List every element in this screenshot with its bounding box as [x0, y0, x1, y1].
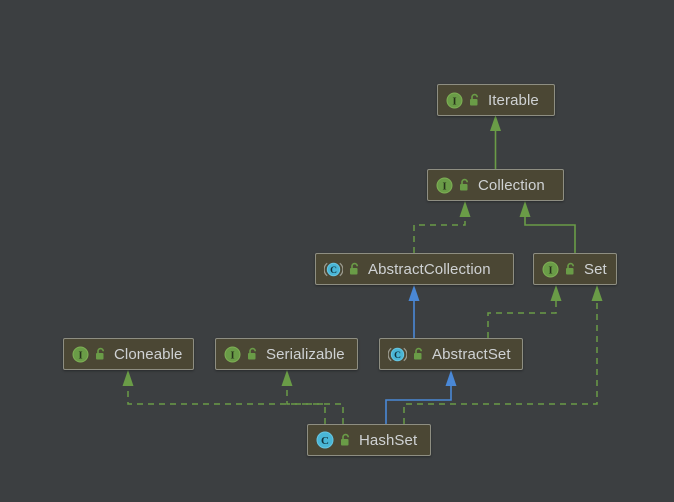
class-icon: C	[316, 431, 334, 449]
abstract-class-icon: C	[388, 347, 407, 361]
node-collection[interactable]: I Collection	[427, 169, 564, 201]
edge-collection-to-iterable	[490, 115, 501, 169]
node-iterable[interactable]: I Iterable	[437, 84, 555, 116]
node-set[interactable]: I Set	[533, 253, 617, 285]
public-unlocked-icon	[96, 347, 104, 360]
abstract-class-icon: C	[324, 262, 343, 276]
node-label: Cloneable	[114, 345, 183, 363]
node-label: AbstractSet	[432, 345, 511, 363]
svg-text:I: I	[78, 350, 82, 361]
interface-icon: I	[224, 346, 241, 362]
node-label: Iterable	[488, 91, 539, 109]
public-unlocked-icon	[350, 262, 358, 275]
svg-text:C: C	[321, 435, 329, 447]
public-unlocked-icon	[460, 178, 468, 191]
edge-set-to-collection	[519, 201, 576, 253]
node-cloneable[interactable]: I Cloneable	[63, 338, 194, 370]
node-abstractcollection[interactable]: C AbstractCollection	[315, 253, 514, 285]
edge-abstractcollection-to-collection	[413, 201, 471, 253]
node-label: Serializable	[266, 345, 345, 363]
node-label: AbstractCollection	[368, 260, 491, 278]
node-label: HashSet	[359, 431, 418, 449]
interface-icon: I	[72, 346, 89, 362]
edge-hashset-to-abstractset	[385, 370, 457, 424]
node-hashset[interactable]: C HashSet	[307, 424, 431, 456]
edge-abstractset-to-abstractcollection	[408, 285, 420, 338]
node-serializable[interactable]: I Serializable	[215, 338, 358, 370]
svg-text:C: C	[394, 351, 401, 361]
edge-hashset-to-cloneable	[122, 370, 344, 424]
public-unlocked-icon	[470, 93, 478, 106]
svg-text:C: C	[330, 266, 337, 276]
public-unlocked-icon	[248, 347, 256, 360]
svg-text:I: I	[452, 96, 456, 107]
interface-icon: I	[542, 261, 559, 277]
edge-hashset-to-serializable	[281, 370, 326, 424]
interface-icon: I	[436, 177, 453, 193]
edge-abstractset-to-set	[487, 285, 562, 338]
svg-text:I: I	[230, 350, 234, 361]
node-label: Set	[584, 260, 607, 278]
interface-icon: I	[446, 92, 463, 108]
svg-text:I: I	[442, 181, 446, 192]
public-unlocked-icon	[414, 347, 422, 360]
public-unlocked-icon	[566, 262, 574, 275]
node-abstractset[interactable]: C AbstractSet	[379, 338, 523, 370]
public-unlocked-icon	[341, 433, 349, 446]
svg-text:I: I	[548, 265, 552, 276]
node-label: Collection	[478, 176, 545, 194]
